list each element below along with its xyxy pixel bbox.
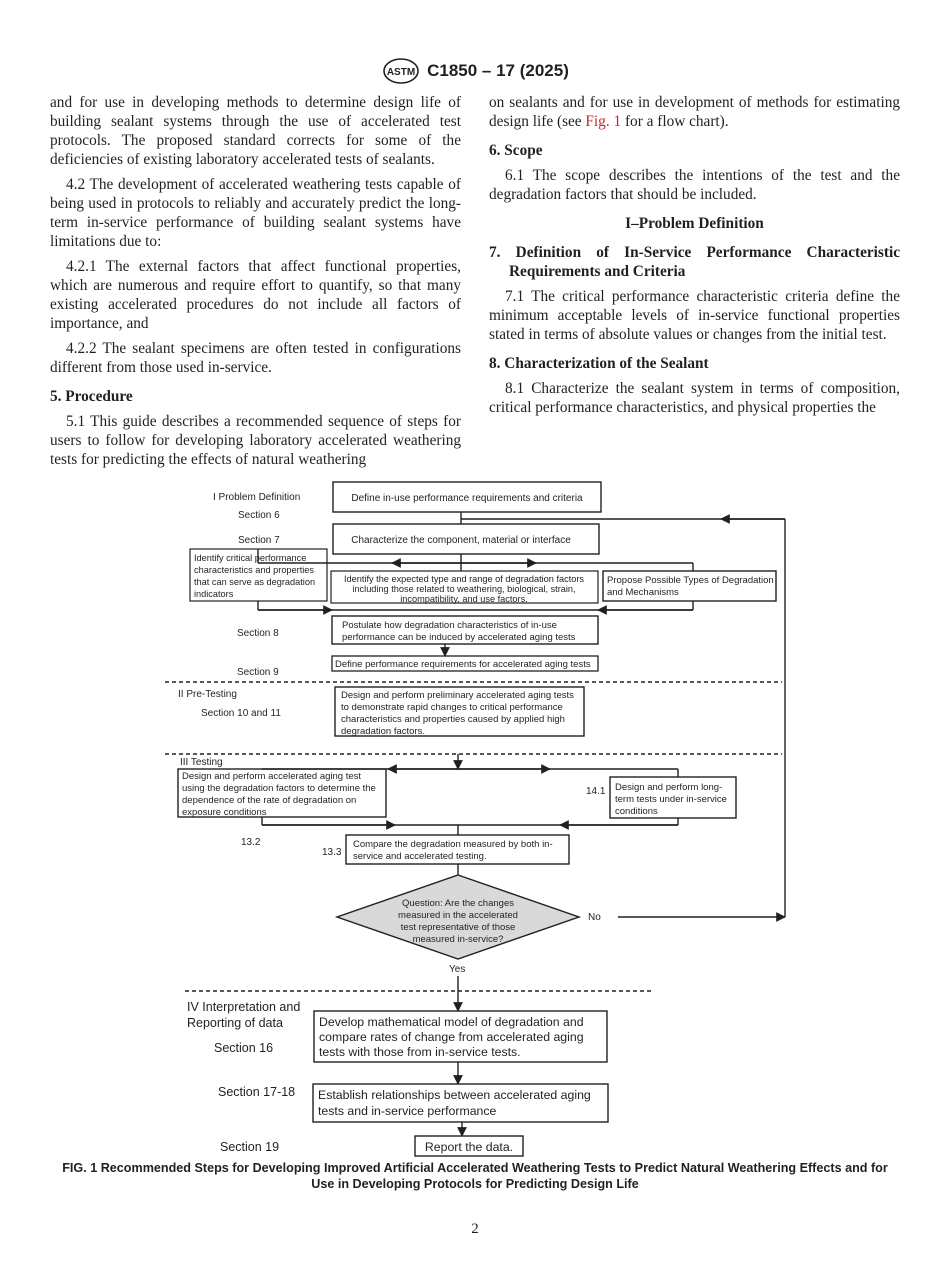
box-propose-line-2: and Mechanisms [607, 587, 679, 598]
box-identify-factors-line-1: Identify the expected type and range of … [344, 574, 584, 584]
box-compare-line-1: Compare the degradation measured by both… [353, 839, 553, 850]
connectors [257, 512, 786, 1137]
astm-logo: ASTM [383, 58, 419, 84]
heading-section-8: 8. Characterization of the Sealant [489, 355, 709, 372]
heading-section-5: 5. Procedure [50, 388, 133, 405]
box-identify-critical-line-4: indicators [194, 589, 234, 599]
label-section-19: Section 19 [220, 1140, 279, 1154]
decision-line-4: measured in-service? [413, 934, 504, 945]
box-define-accelerated-text: Define performance requirements for acce… [335, 659, 591, 670]
paragraph-6-1: 6.1 The scope describes the intentions o… [489, 167, 900, 203]
separators [165, 681, 782, 992]
box-identify-factors-line-2: including those related to weathering, b… [352, 584, 575, 594]
paragraph-4-2-2: 4.2.2 The sealant specimens are often te… [50, 340, 461, 376]
standard-designation: C1850 – 17 (2025) [427, 61, 569, 80]
page-header: ASTM C1850 – 17 (2025) [0, 58, 950, 84]
box-identify-critical-line-1: Identify critical performance [194, 553, 306, 563]
astm-logo-text: ASTM [387, 67, 415, 78]
right-column: on sealants and for use in development o… [489, 93, 900, 423]
box-longterm-test: Design and perform long- term tests unde… [609, 776, 737, 819]
paragraph-8-1: 8.1 Characterize the sealant system in t… [489, 380, 900, 416]
box-relationships: Establish relationships between accelera… [312, 1083, 609, 1123]
left-column: and for use in developing methods to det… [50, 93, 461, 475]
label-section-17-18: Section 17-18 [218, 1085, 295, 1099]
heading-section-6: 6. Scope [489, 142, 543, 159]
decision-line-2: measured in the accelerated [398, 910, 518, 921]
decision-diamond: Question: Are the changes measured in th… [334, 874, 582, 960]
box-pretest-line-4: degradation factors. [341, 726, 425, 737]
label-13-2: 13.2 [241, 837, 261, 848]
label-yes: Yes [449, 964, 465, 975]
box-model-line-1: Develop mathematical model of degradatio… [319, 1015, 584, 1029]
label-13-3: 13.3 [322, 847, 342, 858]
paragraph-5-1: 5.1 This guide describes a recommended s… [50, 413, 461, 468]
box-identify-factors-line-3: incompatibility, and use factors. [400, 594, 528, 604]
paragraph-7-1: 7.1 The critical performance characteris… [489, 288, 900, 343]
box-model: Develop mathematical model of degradatio… [313, 1010, 608, 1063]
box-accel-test-line-1: Design and perform accelerated aging tes… [182, 771, 361, 782]
box-accel-test-line-4: exposure conditions [182, 807, 267, 818]
flowchart-figure-1: I Problem Definition Section 6 Section 7… [165, 481, 786, 1157]
box-model-line-3: tests with those from in-service tests. [319, 1045, 521, 1059]
box-accel-test-line-3: dependence of the rate of degradation on [182, 795, 356, 806]
box-postulate-line-2: performance can be induced by accelerate… [342, 632, 576, 643]
box-longterm-line-2: term tests under in-service [615, 794, 727, 805]
box-compare-line-2: service and accelerated testing. [353, 851, 487, 862]
paragraph-continued: on sealants and for use in development o… [489, 93, 900, 131]
box-postulate-line-1: Postulate how degradation characteristic… [342, 620, 557, 631]
figure-1-link[interactable]: Fig. 1 [585, 113, 622, 130]
box-pretest-line-1: Design and perform preliminary accelerat… [341, 690, 574, 701]
heading-section-7: 7. Definition of In-Service Performance … [489, 244, 900, 280]
paragraph-continued-start: on sealants and for use in development o… [489, 94, 900, 130]
label-section-8: Section 8 [237, 628, 279, 639]
box-compare: Compare the degradation measured by both… [345, 834, 570, 865]
box-accelerated-test: Design and perform accelerated aging tes… [177, 768, 387, 818]
box-relationships-line-2: tests and in-service performance [318, 1104, 497, 1118]
figure-caption: FIG. 1 Recommended Steps for Developing … [62, 1161, 888, 1191]
box-define-requirements: Define in-use performance requirements a… [332, 481, 602, 513]
box-characterize-text: Characterize the component, material or … [351, 535, 571, 546]
decision-line-3: test representative of those [401, 922, 516, 933]
label-part-4-line-1: IV Interpretation and [187, 1000, 300, 1014]
label-part-3: III Testing [180, 757, 223, 768]
box-define-requirements-text: Define in-use performance requirements a… [351, 493, 583, 504]
box-pretest-line-3: characteristics and properties caused by… [341, 714, 565, 725]
label-section-16: Section 16 [214, 1041, 273, 1055]
box-report-text: Report the data. [425, 1140, 513, 1154]
box-postulate: Postulate how degradation characteristic… [331, 615, 599, 645]
box-pretest-line-2: to demonstrate rapid changes to critical… [341, 702, 563, 713]
box-longterm-line-1: Design and perform long- [615, 782, 722, 793]
box-identify-critical-line-3: that can serve as degradation [194, 577, 315, 587]
label-section-7: Section 7 [238, 535, 280, 546]
box-propose-line-1: Propose Possible Types of Degradation [607, 575, 774, 586]
paragraph-4-2: 4.2 The development of accelerated weath… [50, 176, 461, 250]
paragraph-continued-end: for a flow chart). [621, 113, 729, 130]
label-section-9: Section 9 [237, 667, 279, 678]
box-define-accelerated: Define performance requirements for acce… [331, 655, 599, 672]
paragraph-intro-continued: and for use in developing methods to det… [50, 94, 461, 168]
page-number: 2 [471, 1221, 479, 1237]
decision-line-1: Question: Are the changes [402, 898, 514, 909]
box-propose-degradation: Propose Possible Types of Degradation an… [602, 570, 777, 602]
label-part-2: II Pre-Testing [178, 689, 237, 700]
label-part-1: I Problem Definition [213, 492, 300, 503]
box-accel-test-line-2: using the degradation factors to determi… [182, 783, 376, 794]
box-report: Report the data. [414, 1135, 524, 1157]
box-longterm-line-3: conditions [615, 806, 658, 817]
label-no: No [588, 912, 601, 923]
box-model-line-2: compare rates of change from accelerated… [319, 1030, 584, 1044]
label-14-1: 14.1 [586, 786, 606, 797]
label-section-10-11: Section 10 and 11 [201, 708, 281, 719]
box-identify-critical-line-2: characteristics and properties [194, 565, 314, 575]
label-section-6: Section 6 [238, 510, 280, 521]
box-identify-factors: Identify the expected type and range of … [330, 570, 599, 604]
label-part-4-line-2: Reporting of data [187, 1016, 283, 1030]
box-pretest: Design and perform preliminary accelerat… [334, 686, 585, 737]
box-relationships-line-1: Establish relationships between accelera… [318, 1088, 591, 1102]
paragraph-4-2-1: 4.2.1 The external factors that affect f… [50, 258, 461, 332]
heading-part-1: I–Problem Definition [625, 215, 764, 232]
box-characterize: Characterize the component, material or … [332, 523, 600, 555]
